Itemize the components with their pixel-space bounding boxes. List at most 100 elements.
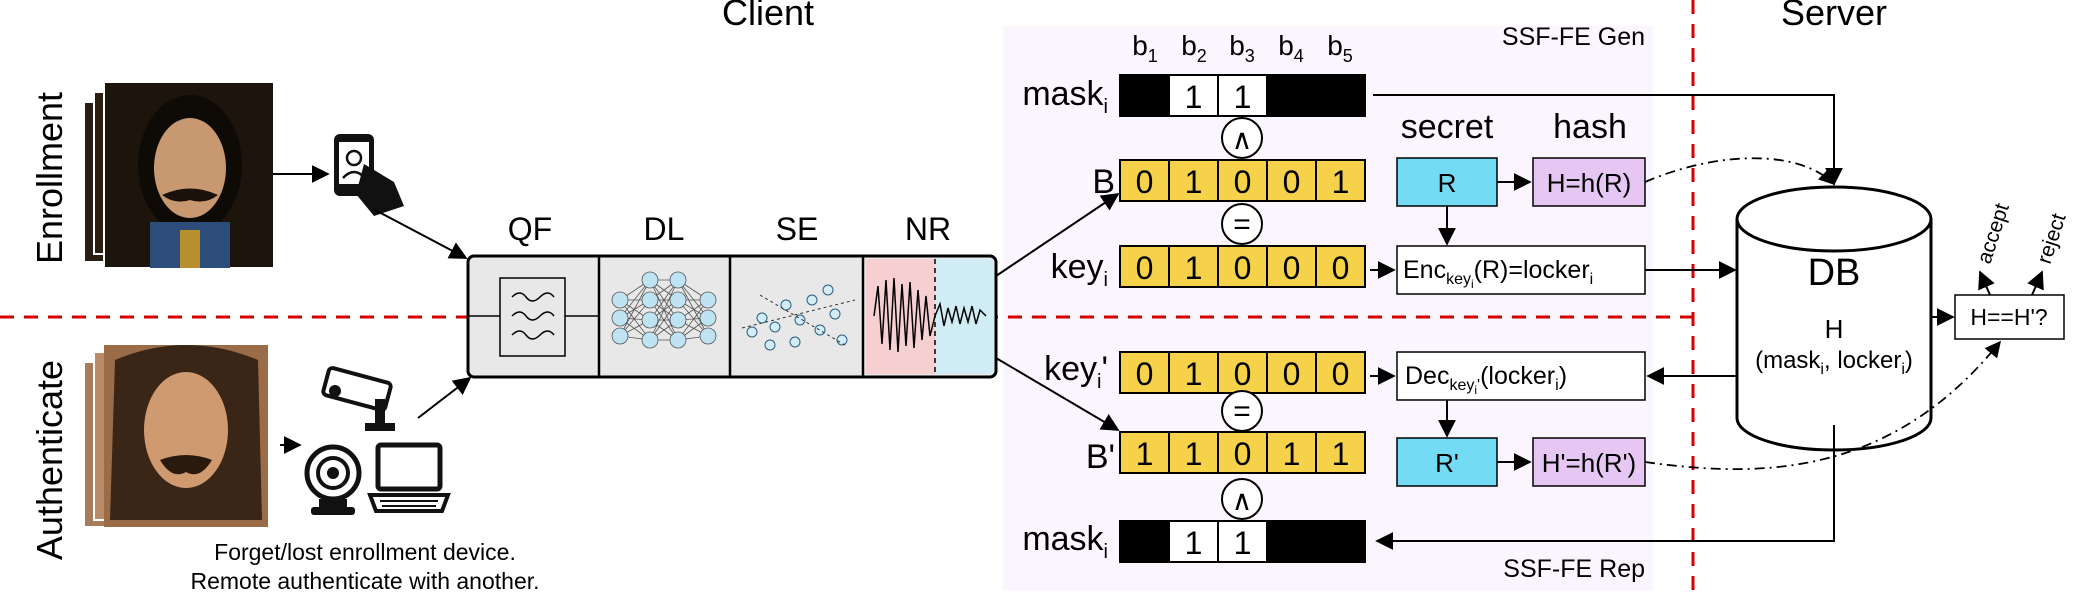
stage-nr-label: NR <box>905 211 951 247</box>
pipeline: QF DL SE NR <box>466 211 998 379</box>
bit-value-mask-bottom-3: 1 <box>1234 525 1252 561</box>
arrow-H-prime-to-compare <box>1644 340 2002 470</box>
bit-cell-mask-top-4 <box>1266 74 1317 117</box>
hash-H-prime-box <box>1532 437 1646 487</box>
enrollment-label: Enrollment <box>29 92 70 264</box>
bit-value-B-1: 0 <box>1136 164 1154 200</box>
accept-label: accept <box>1973 200 2014 266</box>
arrow-pipeline-to-B-prime <box>995 357 1120 431</box>
db-fields-label: (maski, lockeri) <box>1755 347 1913 378</box>
ssf-fe-panel <box>1003 26 1653 591</box>
bit-value-mask-top-3: 1 <box>1234 79 1252 115</box>
svg-text:=: = <box>1233 395 1251 428</box>
authenticate-label: Authenticate <box>29 360 70 560</box>
bit-header-b3: b3 <box>1229 30 1255 66</box>
bit-cell-B-5 <box>1315 159 1366 202</box>
bit-cell-B-1 <box>1119 159 1170 202</box>
stage-qf-label: QF <box>508 211 552 247</box>
bit-value-key-prime-5: 0 <box>1332 356 1350 392</box>
arrow-devices-to-pipeline <box>417 376 472 419</box>
bit-cell-key-prime-4 <box>1266 351 1317 394</box>
bit-cell-mask-bottom-1 <box>1119 520 1170 563</box>
svg-text:∧: ∧ <box>1232 124 1253 155</box>
neural-net-icon <box>611 271 717 349</box>
bit-value-key-prime-3: 0 <box>1234 356 1252 392</box>
bit-header-b2: b2 <box>1181 30 1207 66</box>
bit-cell-mask-top-1 <box>1119 74 1170 117</box>
webcam-icon <box>304 444 362 515</box>
bit-cell-B-4 <box>1266 159 1317 202</box>
bit-cell-B-prime-1 <box>1119 431 1170 474</box>
database-cylinder: DB H (maski, lockeri) <box>1735 185 1933 452</box>
operator-eq-bottom: = <box>1221 390 1263 432</box>
bit-value-B-4: 0 <box>1283 164 1301 200</box>
arrow-H-to-db <box>1644 157 1836 186</box>
row-label-mask-top: maski <box>1022 75 1108 118</box>
arrow-mask-to-db <box>1373 94 1843 186</box>
phone-hand-icon <box>334 134 404 216</box>
bit-value-mask-top-2: 1 <box>1185 79 1203 115</box>
arrow-phone-to-pipeline <box>374 209 468 259</box>
stage-dl-label: DL <box>644 211 685 247</box>
bit-value-key-4: 0 <box>1283 250 1301 286</box>
bit-cell-B-prime-4 <box>1266 431 1317 474</box>
bit-value-key-3: 0 <box>1234 250 1252 286</box>
row-label-B: B <box>1092 163 1115 201</box>
bit-value-B-prime-2: 1 <box>1185 436 1203 472</box>
row-label-key-prime: keyi' <box>1044 350 1108 393</box>
rep-label: SSF-FE Rep <box>1503 555 1645 583</box>
bit-cell-mask-top-5 <box>1315 74 1366 117</box>
dec-box <box>1396 351 1646 401</box>
scatter-icon <box>741 284 856 351</box>
gen-label: SSF-FE Gen <box>1502 23 1645 51</box>
bit-value-mask-bottom-2: 1 <box>1185 525 1203 561</box>
bit-value-key-5: 0 <box>1332 250 1350 286</box>
svg-text:∧: ∧ <box>1232 485 1253 516</box>
operator-eq-top: = <box>1221 203 1263 245</box>
arrow-to-accept <box>1978 270 1995 296</box>
authenticate-face-photo <box>83 345 268 528</box>
bit-cell-key-4 <box>1266 245 1317 288</box>
server-title: Server <box>1781 0 1887 33</box>
bit-header-b5: b5 <box>1327 30 1353 66</box>
row-label-B-prime: B' <box>1086 438 1115 476</box>
stage-se-label: SE <box>776 211 819 247</box>
dec-label: Deckeyi'(lockeri) <box>1405 362 1567 397</box>
bit-value-B-3: 0 <box>1234 164 1252 200</box>
arrow-to-reject <box>2027 270 2044 296</box>
secret-R-label: R <box>1438 168 1457 198</box>
bit-cell-B-2 <box>1168 159 1219 202</box>
compare-label: H==H'? <box>1970 304 2047 330</box>
hash-heading: hash <box>1553 108 1627 146</box>
caption-line-2: Remote authenticate with another. <box>190 568 539 594</box>
bit-cell-key-prime-1 <box>1119 351 1170 394</box>
arrow-db-to-mask-bottom <box>1375 425 1835 550</box>
filter-icon <box>468 277 599 357</box>
bit-cell-key-3 <box>1217 245 1268 288</box>
bit-cell-key-1 <box>1119 245 1170 288</box>
bit-value-B-prime-4: 1 <box>1283 436 1301 472</box>
enrollment-face-photo <box>83 81 275 269</box>
bit-header-b4: b4 <box>1278 30 1304 66</box>
row-label-key: keyi <box>1051 248 1108 291</box>
bit-cell-key-5 <box>1315 245 1366 288</box>
client-title: Client <box>722 0 814 33</box>
bit-value-key-2: 1 <box>1185 250 1203 286</box>
bit-cell-key-prime-2 <box>1168 351 1219 394</box>
bit-cell-B-prime-2 <box>1168 431 1219 474</box>
operator-and-top: ∧ <box>1221 117 1263 159</box>
laptop-icon <box>367 442 451 513</box>
enc-label: Enckeyi(R)=lockeri <box>1403 256 1593 291</box>
db-h-label: H <box>1825 314 1844 344</box>
bit-value-B-prime-5: 1 <box>1332 436 1350 472</box>
noise-signal-icon <box>866 259 993 374</box>
compare-box <box>1954 294 2065 340</box>
bit-header-b1: b1 <box>1132 30 1158 66</box>
bit-value-B-5: 1 <box>1332 164 1350 200</box>
bit-value-key-prime-4: 0 <box>1283 356 1301 392</box>
bit-value-B-2: 1 <box>1185 164 1203 200</box>
bit-value-key-1: 0 <box>1136 250 1154 286</box>
bit-cell-key-prime-5 <box>1315 351 1366 394</box>
bit-cell-mask-bottom-2 <box>1168 520 1219 563</box>
